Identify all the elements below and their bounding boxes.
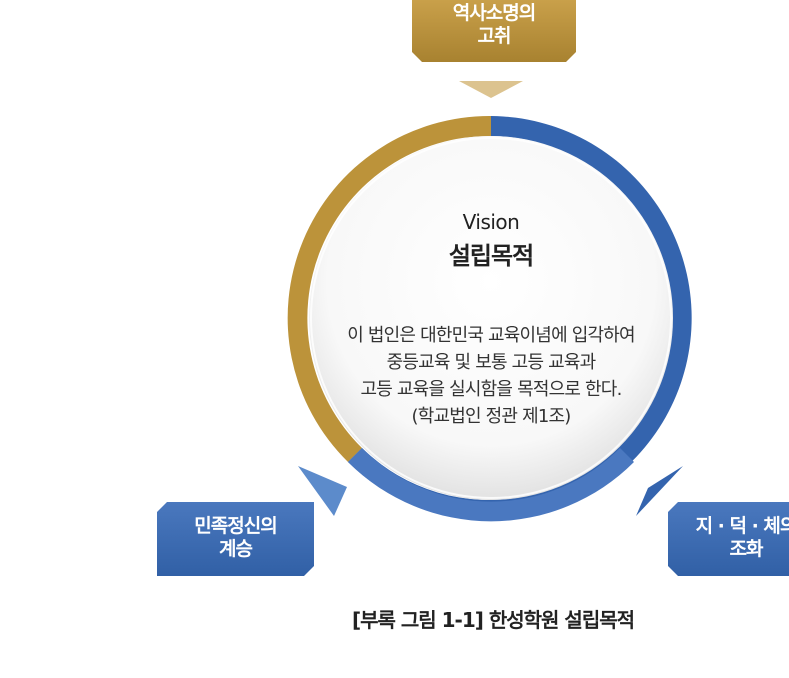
node-left-line: 민족정신의 [194, 515, 277, 537]
arrow-top-icon [459, 81, 523, 98]
node-top-label: 역사소명의 고취 [412, 2, 576, 48]
arrow-right-icon [636, 466, 683, 516]
figure-caption: [부록 그림 1-1] 한성학원 설립목적 [351, 608, 635, 632]
inner-circle-shine [310, 137, 672, 499]
node-left-label: 민족정신의 계승 [157, 515, 314, 561]
center-body-line: (학교법인 정관 제1조) [411, 406, 571, 427]
center-body-line: 이 법인은 대한민국 교육이념에 입각하여 [347, 325, 635, 346]
node-right-line: 조화 [729, 538, 764, 560]
ring-blue-light-segment [348, 448, 634, 522]
node-top-line: 고취 [477, 25, 512, 47]
node-top-box [412, 0, 576, 62]
center-body-line: 중등교육 및 보통 고등 교육과 [386, 352, 597, 373]
node-right-line: 지 · 덕 · 체의 [695, 515, 789, 537]
node-right-box [668, 502, 789, 576]
node-left-box [157, 502, 314, 576]
center-title: 설립목적 [448, 242, 534, 270]
center-body: 이 법인은 대한민국 교육이념에 입각하여 중등교육 및 보통 고등 교육과 고… [310, 322, 672, 430]
vision-label: Vision [462, 210, 520, 234]
node-right-label: 지 · 덕 · 체의 조화 [676, 515, 789, 561]
ring-gold-segment [287, 115, 491, 462]
center-body-line: 고등 교육을 실시함을 목적으로 한다. [360, 379, 622, 400]
node-left-line: 계승 [219, 538, 253, 560]
inner-circle [309, 136, 673, 500]
node-top-line: 역사소명의 [452, 2, 536, 24]
arrow-left-icon [298, 466, 347, 516]
